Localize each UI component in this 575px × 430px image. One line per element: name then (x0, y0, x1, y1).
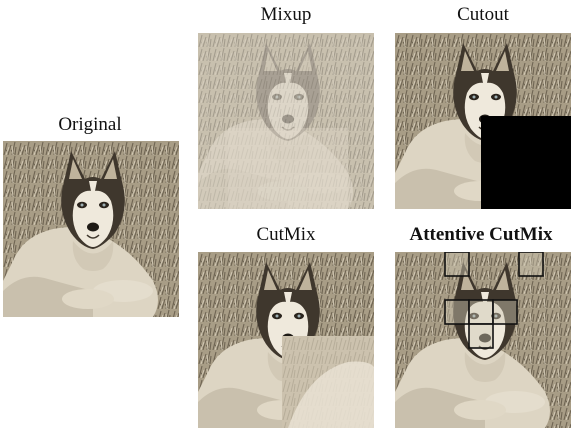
caption-mixup: Mixup (260, 4, 312, 25)
attention-patches (444, 252, 544, 349)
caption-cutout: Cutout (457, 4, 509, 25)
mixup-image (198, 33, 374, 209)
caption-original: Original (58, 114, 122, 135)
cutmix-image (198, 252, 374, 428)
attentive-cutmix-image (395, 252, 571, 428)
cutout-black-patch (481, 116, 571, 209)
original-image (3, 141, 179, 317)
cutout-image (395, 33, 571, 209)
cutmix-pasted-patch (282, 336, 374, 428)
caption-cutmix: CutMix (256, 224, 316, 245)
caption-attentive-cutmix: Attentive CutMix (409, 224, 553, 245)
